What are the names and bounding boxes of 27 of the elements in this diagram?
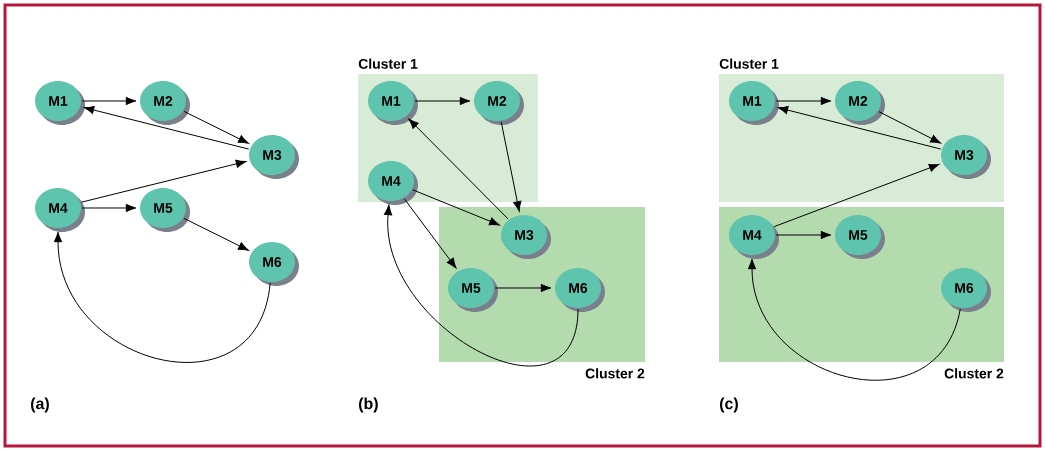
arrow xyxy=(53,231,271,363)
arrow xyxy=(775,230,832,240)
panel-label: (a) xyxy=(31,397,49,413)
node-label: Cluster 2 xyxy=(585,368,645,379)
arrow xyxy=(500,121,522,212)
node-label: Cluster 1 xyxy=(719,58,779,69)
arrow xyxy=(412,189,500,226)
arrow xyxy=(403,198,457,269)
arrow xyxy=(408,118,509,220)
arrow xyxy=(775,96,832,106)
arrow xyxy=(383,204,579,367)
arrow xyxy=(494,283,552,293)
node-label: Cluster 2 xyxy=(944,368,1004,379)
arrow xyxy=(183,110,249,144)
arrow xyxy=(81,96,137,106)
arrow xyxy=(83,105,250,150)
arrow xyxy=(414,96,471,106)
arrow xyxy=(773,163,940,228)
arrow xyxy=(747,258,961,381)
arrow xyxy=(183,217,249,251)
arrow xyxy=(878,111,941,144)
arrow xyxy=(81,203,137,213)
panel-label: (c) xyxy=(720,397,738,413)
arrow xyxy=(80,159,247,203)
node-label: Cluster 1 xyxy=(358,58,418,69)
panel-label: (b) xyxy=(359,397,378,413)
arrow xyxy=(777,106,942,150)
